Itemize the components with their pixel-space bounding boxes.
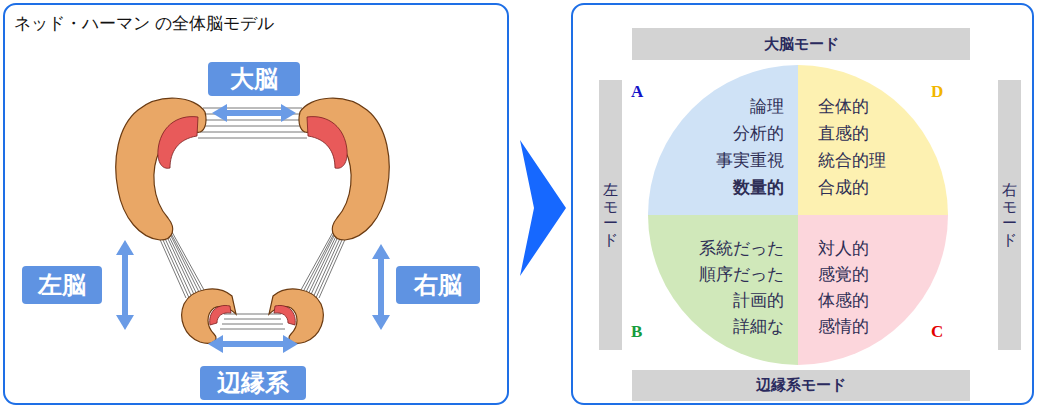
trait-text: 対人的: [818, 235, 869, 261]
trait-text: 数量的: [716, 174, 784, 201]
trait-list: 系統だった順序だった計画的詳細な: [699, 235, 784, 339]
label-box: 左脳: [22, 266, 102, 304]
trait-text: 全体的: [818, 93, 886, 120]
quadrant-letter: C: [931, 323, 943, 340]
quadrant: D 全体的直感的統合的理合成的: [798, 65, 948, 215]
trait-text: 論理: [716, 93, 784, 120]
trait-text: 計画的: [699, 287, 784, 313]
mode-band: 大脳モード: [632, 28, 970, 60]
mode-label: 辺縁系モード: [756, 377, 846, 394]
quadrant-letter: A: [631, 83, 643, 100]
trait-text: 体感的: [818, 287, 869, 313]
label-box: 右脳: [396, 266, 480, 304]
quadrant-letter: D: [931, 83, 943, 100]
trait-text: 統合的理: [818, 147, 886, 174]
trait-text: 分析的: [716, 120, 784, 147]
double-arrow: [372, 244, 390, 330]
region-label: 辺縁系: [217, 370, 289, 396]
trait-text: 系統だった: [699, 235, 784, 261]
trait-text: 感覚的: [818, 261, 869, 287]
chevron-arrow: [520, 140, 566, 276]
region-label: 左脳: [38, 272, 86, 298]
trait-list: 全体的直感的統合的理合成的: [818, 93, 886, 201]
brain-illustration: [116, 98, 236, 343]
quadrant: C 対人的感覚的体感的感情的: [798, 215, 948, 365]
panel-frame: [572, 4, 1033, 404]
double-arrow: [208, 335, 298, 353]
mode-band: 辺縁系モード: [632, 370, 970, 401]
mode-label: 左モード: [603, 182, 618, 248]
mode-band: 左モード: [599, 80, 622, 350]
region-label: 右脳: [414, 272, 462, 298]
trait-text: 詳細な: [699, 313, 784, 339]
quadrant: A論理分析的事実重視数量的: [648, 65, 798, 215]
region-label: 大脳: [230, 66, 278, 92]
mode-label: 大脳モード: [764, 36, 839, 53]
mode-band: 右モード: [998, 80, 1021, 350]
trait-text: 直感的: [818, 120, 886, 147]
double-arrow: [116, 240, 134, 330]
double-arrow: [212, 104, 296, 122]
diagram-title: ネッド・ハーマン の全体脳モデル: [14, 12, 274, 35]
trait-list: 対人的感覚的体感的感情的: [818, 235, 869, 339]
trait-list: 論理分析的事実重視数量的: [716, 93, 784, 201]
quadrant-letter: B: [631, 323, 642, 340]
quadrant: B系統だった順序だった計画的詳細な: [648, 215, 798, 365]
trait-text: 事実重視: [716, 147, 784, 174]
panel-frame: [4, 4, 508, 404]
brain-illustration: [269, 98, 389, 343]
trait-text: 順序だった: [699, 261, 784, 287]
mode-label: 右モード: [1002, 182, 1017, 248]
label-box: 辺縁系: [200, 366, 306, 400]
label-box: 大脳: [208, 62, 300, 96]
trait-text: 合成的: [818, 174, 886, 201]
trait-text: 感情的: [818, 313, 869, 339]
